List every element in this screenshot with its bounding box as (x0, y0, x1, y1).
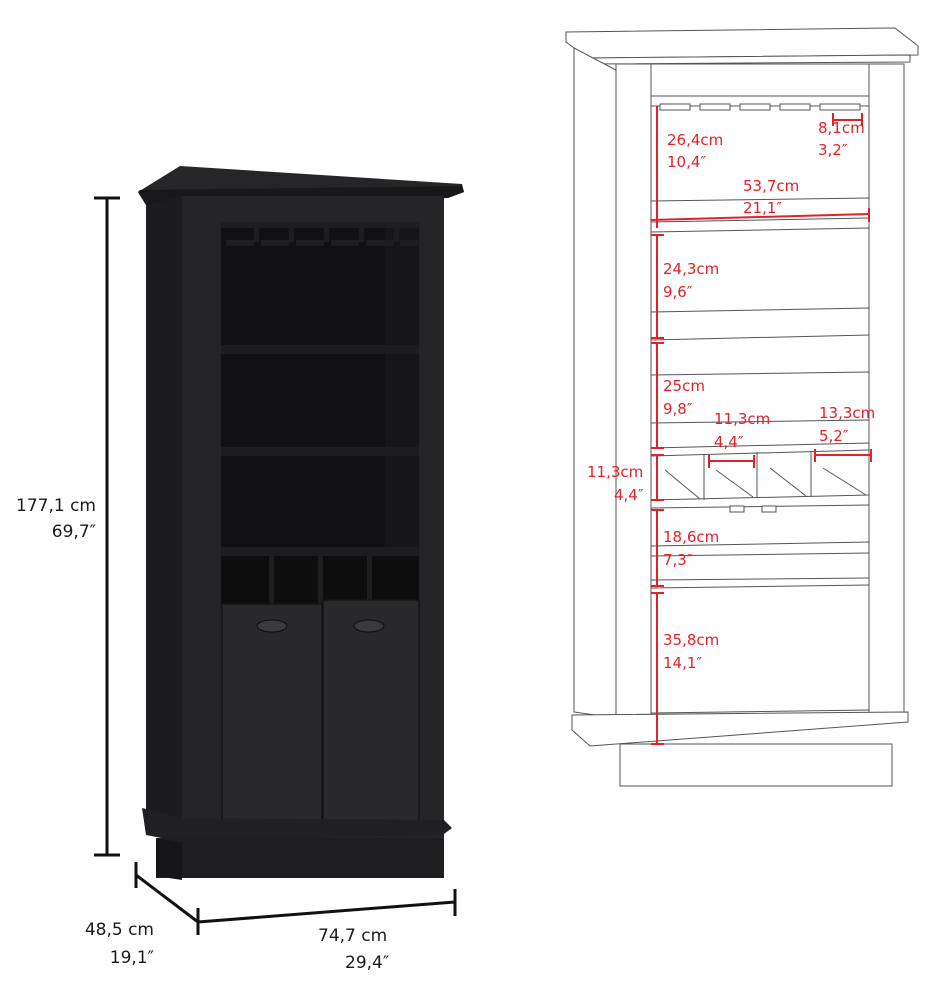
cabinet-side (146, 196, 182, 838)
cubby-end-width-cm: 13,3cm (819, 404, 876, 422)
wine-glass-rack (221, 222, 419, 246)
cabinet-base-ledge (142, 808, 452, 842)
lower-shelf-height-in: 7,3″ (663, 551, 693, 569)
wine-cubbies (221, 556, 419, 604)
cabinet-plinth (156, 838, 444, 878)
shelf1-height-in: 9,6″ (663, 283, 693, 301)
width-dimension-line (197, 889, 457, 924)
cubby-height-in: 4,4″ (614, 486, 644, 504)
glass-slot-width-in: 3,2″ (818, 141, 848, 159)
red-measurement-lines (650, 106, 872, 745)
shelf-1 (221, 345, 419, 354)
cabinet-door-left (221, 603, 323, 833)
cubby-end-width-in: 5,2″ (819, 427, 849, 445)
height-cm-label: 177,1 cm (16, 496, 96, 516)
cabinet-door-right (322, 599, 420, 829)
interior-width-cm: 53,7cm (743, 177, 800, 195)
cabinet-line-drawing (565, 27, 919, 787)
glass-rack-height-in: 10,4″ (667, 153, 707, 171)
shelf2-height-in: 9,8″ (663, 400, 693, 418)
lower-shelf-height-cm: 18,6cm (663, 528, 720, 546)
cubby-width-in: 4,4″ (714, 433, 744, 451)
shelf2-height-cm: 25cm (663, 377, 705, 395)
cubby-height-cm: 11,3cm (587, 463, 644, 481)
bottom-compartment-height-in: 14,1″ (663, 654, 703, 672)
cubby-width-cm: 11,3cm (714, 410, 771, 428)
shelf-3 (221, 547, 419, 556)
interior-width-in: 21,1″ (743, 199, 783, 217)
height-in-label: 69,7″ (51, 522, 96, 542)
door-handle-right (353, 619, 385, 633)
width-cm-label: 74,7 cm (318, 926, 388, 946)
height-dimension-line (94, 196, 120, 857)
depth-in-label: 19,1″ (109, 948, 154, 968)
shelf1-height-cm: 24,3cm (663, 260, 720, 278)
shelf-2 (221, 447, 419, 456)
glass-slot-width-cm: 8,1cm (818, 119, 865, 137)
glass-rack-height-cm: 26,4cm (667, 131, 724, 149)
depth-cm-label: 48,5 cm (84, 920, 154, 940)
width-in-label: 29,4″ (345, 953, 390, 973)
bottom-compartment-height-cm: 35,8cm (663, 631, 720, 649)
door-handle-left (256, 619, 288, 633)
